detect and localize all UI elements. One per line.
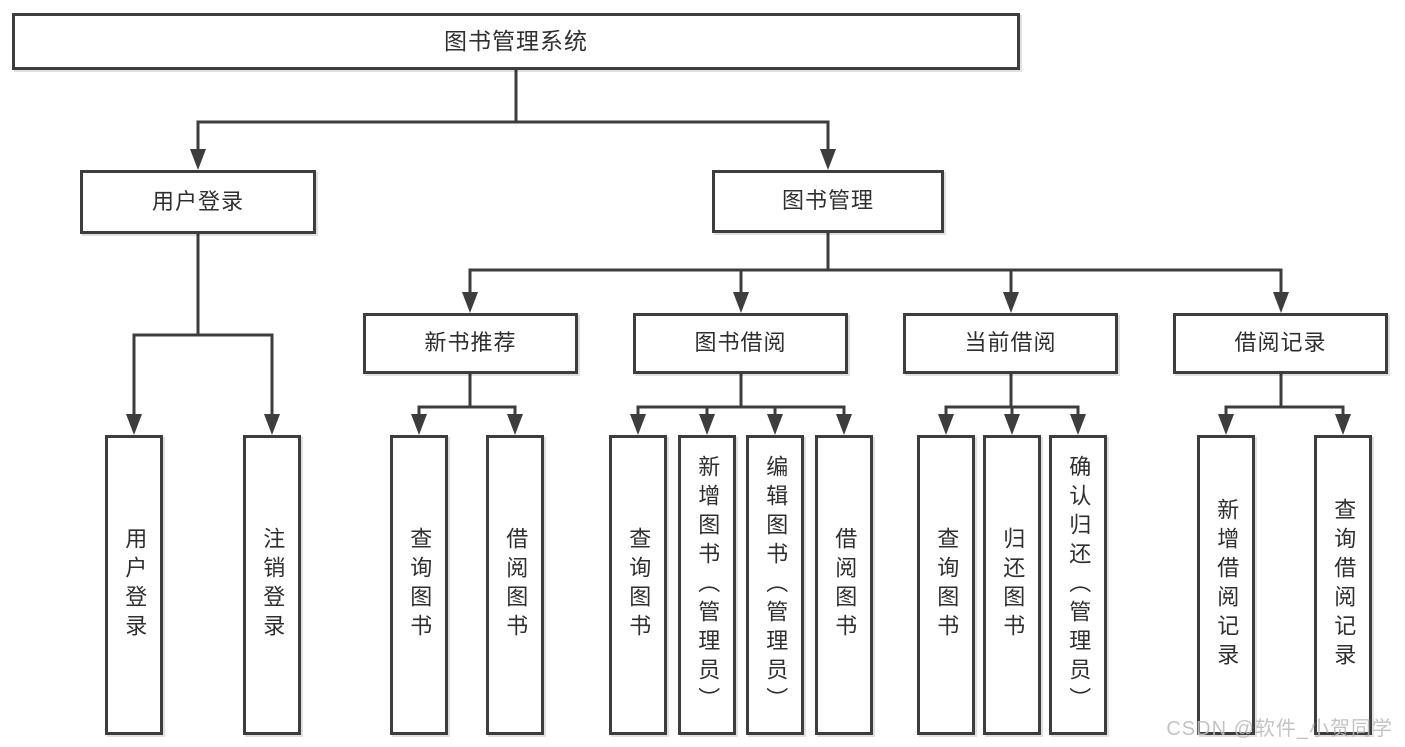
node-user-login: 用户登录 bbox=[80, 170, 316, 234]
node-book-management-system-label: 图书管理系统 bbox=[444, 27, 588, 54]
node-user-login-label: 用户登录 bbox=[151, 188, 244, 214]
node-leaf-edit-book-admin-label: 编辑图书（管理员） bbox=[763, 454, 789, 716]
node-leaf-add-book-admin: 新增图书（管理员） bbox=[678, 435, 736, 735]
node-leaf-return-book: 归还图书 bbox=[983, 435, 1041, 735]
node-book-borrowing: 图书借阅 bbox=[633, 313, 848, 374]
node-leaf-add-borrow-record: 新增借阅记录 bbox=[1197, 435, 1255, 735]
watermark: CSDN @软件_小贺同学 bbox=[1166, 718, 1393, 740]
node-leaf-add-book-admin-label: 新增图书（管理员） bbox=[695, 454, 721, 716]
node-leaf-borrow-books-recommend-label: 借阅图书 bbox=[503, 527, 529, 643]
node-leaf-query-borrow-record: 查询借阅记录 bbox=[1314, 435, 1372, 735]
node-book-borrowing-label: 图书借阅 bbox=[694, 330, 787, 356]
node-leaf-confirm-return-admin: 确认归还（管理员） bbox=[1049, 435, 1107, 735]
node-leaf-user-login-label: 用户登录 bbox=[122, 527, 148, 643]
node-leaf-return-book-label: 归还图书 bbox=[1000, 527, 1026, 643]
node-leaf-user-login: 用户登录 bbox=[105, 435, 163, 735]
node-book-management-label: 图书管理 bbox=[781, 188, 874, 214]
node-leaf-query-books-borrowing: 查询图书 bbox=[609, 435, 667, 735]
node-leaf-confirm-return-admin-label: 确认归还（管理员） bbox=[1066, 454, 1092, 716]
node-new-book-recommendation-label: 新书推荐 bbox=[424, 330, 517, 356]
node-leaf-borrow-books-label: 借阅图书 bbox=[832, 527, 858, 643]
node-new-book-recommendation: 新书推荐 bbox=[363, 313, 578, 374]
node-leaf-query-books-recommend-label: 查询图书 bbox=[407, 527, 433, 643]
node-leaf-edit-book-admin: 编辑图书（管理员） bbox=[746, 435, 804, 735]
node-book-management: 图书管理 bbox=[712, 170, 944, 233]
node-book-management-system: 图书管理系统 bbox=[12, 13, 1020, 70]
node-current-borrowing: 当前借阅 bbox=[903, 313, 1118, 374]
node-leaf-query-books-current: 查询图书 bbox=[917, 435, 975, 735]
node-leaf-borrow-books-recommend: 借阅图书 bbox=[486, 435, 544, 735]
node-leaf-query-books-current-label: 查询图书 bbox=[934, 527, 960, 643]
node-leaf-borrow-books: 借阅图书 bbox=[815, 435, 873, 735]
node-borrowing-records: 借阅记录 bbox=[1173, 313, 1388, 374]
node-borrowing-records-label: 借阅记录 bbox=[1234, 330, 1327, 356]
node-leaf-logout: 注销登录 bbox=[243, 435, 301, 735]
node-current-borrowing-label: 当前借阅 bbox=[964, 330, 1057, 356]
node-leaf-query-books-recommend: 查询图书 bbox=[390, 435, 448, 735]
node-leaf-logout-label: 注销登录 bbox=[260, 527, 286, 643]
node-leaf-add-borrow-record-label: 新增借阅记录 bbox=[1214, 498, 1240, 672]
node-leaf-query-borrow-record-label: 查询借阅记录 bbox=[1331, 498, 1357, 672]
node-leaf-query-books-borrowing-label: 查询图书 bbox=[626, 527, 652, 643]
